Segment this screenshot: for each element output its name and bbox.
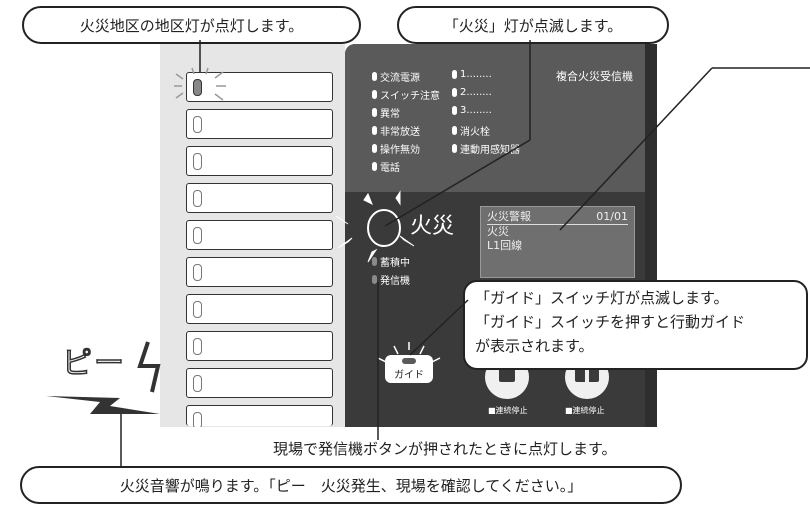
display-circuit: L1回線 (487, 239, 523, 252)
indicator-transmitter: 発信機 (372, 272, 410, 287)
zone-window (186, 109, 333, 139)
guide-note-line1: 「ガイド」スイッチ灯が点滅します。 (475, 289, 729, 307)
zone-window (186, 183, 333, 213)
display-alarm: 火災警報 (487, 210, 531, 223)
guide-flash-icon (377, 342, 441, 363)
status-display: 火災警報 01/01 火災 L1回線 (480, 206, 635, 278)
sound-wave-icon (46, 341, 161, 414)
sound-callout: 火災音響が鳴ります。「ピー 火災発生、現場を確認してください。」 (20, 466, 682, 504)
fire-lamp-label: 火災 (410, 214, 455, 239)
fire-lamp-callout-text: 「火災」灯が点滅します。 (443, 16, 623, 35)
zone-lamp (193, 375, 202, 392)
zone-window (186, 294, 333, 324)
indicator-ac-power: 交流電源 (372, 69, 420, 84)
panel-title: 複合火災受信機 (556, 70, 633, 83)
stop-label-2: ■連続停止 (565, 406, 605, 415)
indicator-2: 2........ (452, 87, 492, 98)
zone-lamp-flash-icon (174, 67, 226, 101)
fire-lamp-flash-icon (335, 190, 415, 263)
zone-lamp-lit (193, 79, 202, 96)
beep-text: ピー (61, 345, 126, 382)
zone-window (186, 220, 333, 250)
zone-lamp-callout: 火災地区の地区灯が点灯します。 (22, 6, 361, 44)
indicator-accumulating: 蓄積中 (372, 254, 410, 269)
indicator-1: 1........ (452, 69, 492, 80)
transmitter-callout-text: 現場で発信機ボタンが押されたときに点灯します。 (273, 440, 617, 458)
indicator-operation-invalid: 操作無効 (372, 141, 420, 156)
indicator-abnormal: 異常 (372, 105, 400, 120)
display-page: 01/01 (596, 210, 628, 223)
display-fire: 火災 (487, 225, 509, 238)
guide-button-label: ガイド (394, 370, 424, 381)
zone-window (186, 331, 333, 361)
zone-window (186, 257, 333, 287)
button-mark (585, 362, 589, 382)
indicator-interlock-detector: 連動用感知器 (452, 141, 520, 156)
zone-lamp (193, 227, 202, 244)
indicator-3: 3........ (452, 105, 492, 116)
zone-window (186, 146, 333, 176)
zone-lamp (193, 264, 202, 281)
zone-lamp (193, 116, 202, 133)
guide-note: 「ガイド」スイッチ灯が点滅します。 「ガイド」スイッチを押すと行動ガイド が表示… (463, 280, 808, 370)
zone-window (186, 405, 333, 429)
zone-window (186, 72, 333, 102)
guide-note-line3: が表示されます。 (475, 337, 594, 355)
sound-callout-text: 火災音響が鳴ります。「ピー 火災発生、現場を確認してください。」 (119, 476, 583, 495)
zone-lamp (193, 153, 202, 170)
zone-lamp (193, 190, 202, 207)
guide-note-line2: 「ガイド」スイッチを押すと行動ガイド (475, 313, 746, 331)
stop-label-1: ■連続停止 (488, 406, 528, 415)
panel-edge (645, 44, 657, 484)
zone-lamp (193, 301, 202, 318)
zone-lamp (193, 338, 202, 355)
indicator-switch-caution: スイッチ注意 (372, 87, 440, 102)
fire-lamp-callout: 「火災」灯が点滅します。 (397, 6, 669, 44)
indicator-hydrant: 消火栓 (452, 123, 490, 138)
guide-lamp (402, 358, 416, 364)
zone-lamp-callout-text: 火災地区の地区灯が点灯します。 (79, 16, 304, 35)
indicator-telephone: 電話 (372, 159, 400, 174)
indicator-area (345, 44, 657, 192)
zone-window (186, 368, 333, 398)
indicator-emergency-broadcast: 非常放送 (372, 123, 420, 138)
